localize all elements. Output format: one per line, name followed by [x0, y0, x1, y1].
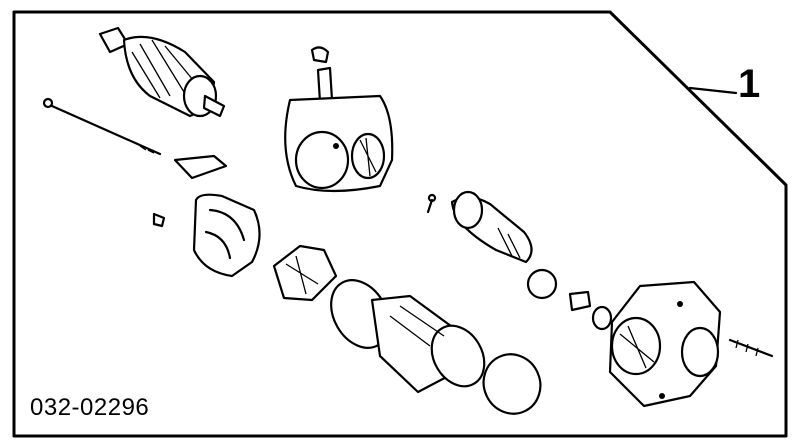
solenoid-part	[284, 46, 394, 193]
yoke-part	[330, 279, 542, 415]
diagram-frame	[12, 10, 788, 438]
brush-holder-part	[272, 244, 338, 302]
end-cap-part	[152, 154, 261, 278]
callout-leader-line	[688, 86, 738, 95]
part-number-label: 032-02296	[30, 394, 150, 421]
callout-number-label: 1	[738, 62, 761, 106]
armature-part	[98, 26, 226, 118]
drive-housing-part	[608, 280, 774, 408]
pinion-clutch-part	[426, 190, 613, 331]
through-bolt-part	[42, 97, 162, 156]
